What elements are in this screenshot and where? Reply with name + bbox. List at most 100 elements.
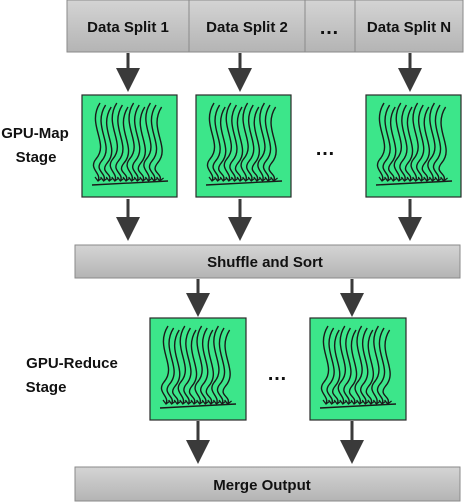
- thread-tip: [219, 176, 228, 182]
- data-split-ellipsis: …: [319, 17, 341, 39]
- thread-line: [326, 327, 335, 405]
- data-split-gap-box: [304, 0, 356, 53]
- shuffle-sort-label: Shuffle and Sort: [207, 254, 323, 271]
- thread-tip: [400, 176, 409, 182]
- thread-tip: [428, 176, 437, 182]
- thread-line: [371, 325, 380, 405]
- thread-tip: [356, 399, 364, 405]
- thread-tip: [196, 399, 204, 405]
- thread-tip: [253, 176, 262, 182]
- thread-tip: [361, 399, 370, 405]
- thread-line: [354, 325, 363, 405]
- thread-tip: [367, 399, 376, 405]
- thread-tip: [173, 399, 182, 405]
- thread-line: [251, 106, 261, 182]
- thread-tip: [350, 399, 359, 405]
- thread-line: [98, 104, 107, 182]
- thread-tip: [100, 176, 108, 182]
- thread-baseline: [91, 180, 169, 186]
- thread-tip: [225, 176, 234, 182]
- thread-tip: [378, 176, 387, 182]
- thread-line: [382, 329, 391, 405]
- thread-tip: [150, 176, 159, 182]
- thread-tip: [230, 176, 239, 182]
- map-stage-label-line2: Stage: [16, 149, 57, 166]
- data-split-n-label: Data Split N: [367, 19, 451, 36]
- thread-line: [172, 329, 181, 405]
- thread-line: [343, 327, 352, 405]
- thread-line: [404, 106, 414, 182]
- thread-line: [206, 102, 216, 182]
- thread-line: [194, 325, 203, 405]
- thread-line: [120, 106, 130, 182]
- thread-tip: [328, 399, 336, 405]
- thread-line: [222, 329, 231, 405]
- thread-lines: [319, 325, 397, 409]
- map-stage-ellipsis: …: [315, 138, 337, 160]
- thread-tip: [190, 399, 199, 405]
- thread-line: [154, 106, 163, 182]
- thread-line: [200, 327, 209, 405]
- data-split-2-box: [188, 0, 306, 53]
- thread-line: [148, 104, 158, 182]
- thread-tip: [133, 176, 142, 182]
- thread-line: [376, 327, 386, 405]
- thread-line: [432, 104, 442, 182]
- thread-lines: [375, 102, 453, 186]
- shuffle-sort-bar: [74, 244, 461, 279]
- thread-line: [421, 106, 431, 182]
- thread-tip: [162, 399, 171, 405]
- thread-line: [268, 106, 277, 182]
- thread-line: [177, 325, 187, 405]
- thread-line: [218, 106, 227, 182]
- thread-tip: [322, 399, 331, 405]
- shuffle-to-reduce-arrows: [186, 279, 364, 317]
- thread-baseline: [205, 180, 283, 186]
- thread-line: [205, 329, 215, 405]
- thread-line: [216, 327, 226, 405]
- thread-line: [388, 106, 397, 182]
- thread-tip: [207, 399, 216, 405]
- thread-tip: [395, 176, 404, 182]
- thread-line: [416, 104, 425, 182]
- thread-tip: [247, 176, 256, 182]
- thread-line: [365, 329, 375, 405]
- reduce-stage-ellipsis: …: [267, 363, 289, 385]
- map-gpu-1: [81, 94, 178, 198]
- thread-tip: [139, 176, 148, 182]
- thread-tip: [201, 399, 210, 405]
- thread-line: [376, 102, 386, 182]
- data-split-2-label: Data Split 2: [206, 19, 288, 36]
- thread-line: [188, 329, 198, 405]
- thread-line: [320, 325, 330, 405]
- thread-line: [382, 104, 391, 182]
- thread-tip: [116, 176, 125, 182]
- thread-tip: [339, 399, 348, 405]
- thread-line: [348, 329, 358, 405]
- thread-line: [126, 102, 135, 182]
- thread-tip: [423, 176, 432, 182]
- data-split-1-box: [66, 0, 190, 53]
- thread-line: [262, 104, 272, 182]
- thread-line: [160, 325, 170, 405]
- reduce-gpu-n: [309, 317, 407, 421]
- thread-baseline: [159, 403, 237, 409]
- thread-tip: [242, 176, 250, 182]
- thread-tip: [214, 176, 222, 182]
- thread-tip: [417, 176, 426, 182]
- thread-lines: [205, 102, 283, 186]
- thread-line: [211, 325, 220, 405]
- reduce-stage-label-line2: Stage: [26, 379, 67, 396]
- merge-output-label: Merge Output: [213, 477, 311, 494]
- data-split-row: Data Split 1 Data Split 2 … Data Split N: [66, 0, 464, 53]
- thread-tip: [184, 399, 193, 405]
- thread-baseline: [319, 403, 397, 409]
- data-split-1-label: Data Split 1: [87, 19, 169, 36]
- thread-line: [229, 104, 238, 182]
- thread-tip: [378, 399, 387, 405]
- thread-tip: [218, 399, 227, 405]
- thread-line: [427, 102, 436, 182]
- thread-line: [360, 327, 369, 405]
- thread-tip: [264, 176, 273, 182]
- thread-line: [246, 104, 255, 182]
